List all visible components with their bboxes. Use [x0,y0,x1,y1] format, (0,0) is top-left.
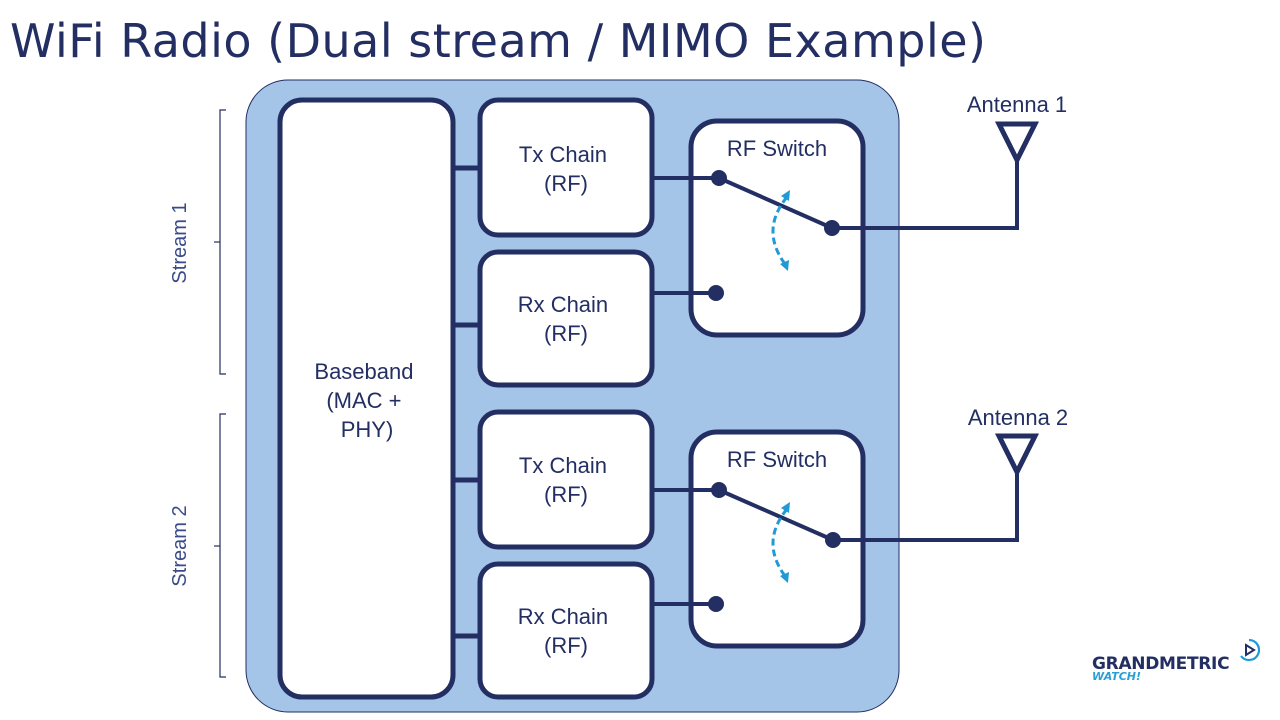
rx-chain-1 [477,249,655,388]
rf-switch-2-label: RF Switch [727,447,827,472]
tx-chain-2 [477,409,655,550]
tx-chain-1-label: Tx Chain (RF) [519,142,613,196]
stream-2-contacts [708,482,841,612]
stream-1-label: Stream 1 [169,202,191,283]
stream-1-wiring [652,140,1019,295]
antenna-1-label: Antenna 1 [967,92,1067,117]
tx-chain-2-label: Tx Chain (RF) [519,453,613,507]
grandmetric-logo: GRANDMETRIC WATCH! [1092,636,1260,688]
stream-1-bracket [214,109,226,375]
stream-1-contacts [708,170,840,301]
switch-1-arrow [771,190,790,271]
play-icon [1240,638,1260,662]
logo-sub: WATCH! [1092,670,1142,683]
baseband-label: Baseband (MAC + PHY) [314,359,419,442]
stream-2-bracket [214,413,226,678]
stream-2-wiring [652,452,1019,606]
baseband-block [277,97,456,700]
rx-chain-2-label: Rx Chain (RF) [518,604,615,658]
baseband-links [453,165,481,639]
antenna-2-label: Antenna 2 [968,405,1068,430]
antenna-1-icon [994,121,1040,166]
rf-switch-1-label: RF Switch [727,136,827,161]
rx-chain-1-label: Rx Chain (RF) [518,292,615,346]
switch-2-arrow [771,502,790,583]
logo-name: GRANDMETRIC [1092,654,1230,674]
rx-chain-2 [477,561,655,700]
stream-2-label: Stream 2 [169,505,191,586]
page-title: WiFi Radio (Dual stream / MIMO Example) [10,14,987,68]
tx-chain-1 [477,97,655,238]
antenna-2-icon [994,433,1040,478]
